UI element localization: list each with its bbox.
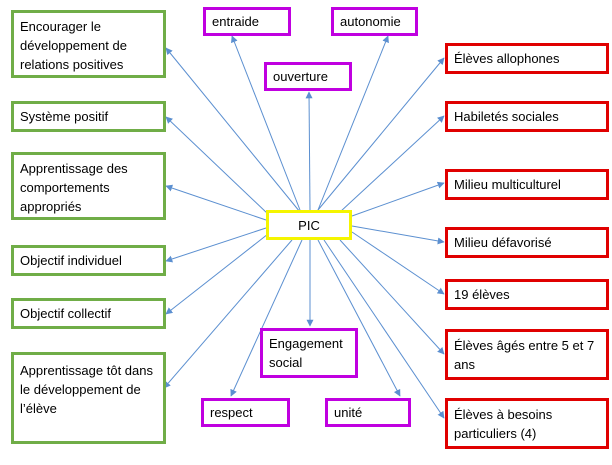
node-label: Élèves à besoins particuliers (4) — [454, 407, 553, 441]
node-besoins-particuliers: Élèves à besoins particuliers (4) — [445, 398, 609, 449]
node-label: Milieu multiculturel — [454, 177, 561, 192]
node-milieu-defavorise: Milieu défavorisé — [445, 227, 609, 258]
arrow-to-entraide — [231, 35, 301, 211]
arrow-to-autonomie — [317, 35, 389, 211]
node-label: Élèves allophones — [454, 51, 560, 66]
arrow-to-ages — [339, 239, 445, 355]
node-unite: unité — [325, 398, 411, 427]
node-label: ouverture — [273, 69, 328, 84]
node-objectif-collectif: Objectif collectif — [11, 298, 166, 329]
node-label: Habiletés sociales — [454, 109, 559, 124]
node-label: 19 élèves — [454, 287, 510, 302]
node-label: respect — [210, 405, 253, 420]
arrow-to-objectif-individuel — [165, 227, 267, 263]
node-apprentissage-tot: Apprentissage tôt dans le développement … — [11, 352, 166, 444]
node-autonomie: autonomie — [331, 7, 418, 36]
node-19-eleves: 19 élèves — [445, 279, 609, 310]
arrow-to-ouverture — [305, 91, 313, 211]
node-label: Objectif collectif — [20, 306, 112, 321]
node-respect: respect — [201, 398, 290, 427]
node-label: unité — [334, 405, 363, 420]
arrow-to-besoins — [323, 239, 445, 419]
node-systeme-positif: Système positif — [11, 101, 166, 132]
node-label: Encourager le développement de relations… — [20, 19, 127, 72]
node-habiletes-sociales: Habiletés sociales — [445, 101, 609, 132]
arrow-to-habiletes — [339, 115, 445, 213]
arrow-to-encourager — [165, 47, 301, 213]
node-label: PIC — [298, 217, 320, 233]
arrow-to-apprentissage-tot — [163, 239, 293, 389]
arrow-to-19-eleves — [351, 231, 445, 295]
node-encourager-relations: Encourager le développement de relations… — [11, 10, 166, 78]
node-label: Système positif — [20, 109, 109, 124]
arrow-to-respect — [230, 239, 303, 397]
node-label: Objectif individuel — [20, 253, 122, 268]
node-engagement-social: Engagement social — [260, 328, 358, 378]
node-entraide: entraide — [203, 7, 291, 36]
node-milieu-multiculturel: Milieu multiculturel — [445, 169, 609, 200]
arrow-to-objectif-collectif — [165, 233, 269, 315]
node-center-pic: PIC — [266, 210, 352, 240]
node-objectif-individuel: Objectif individuel — [11, 245, 166, 276]
node-label: Élèves âgés entre 5 et 7 ans — [454, 338, 595, 372]
node-label: autonomie — [340, 14, 401, 29]
node-eleves-allophones: Élèves allophones — [445, 43, 609, 74]
node-label: Milieu défavorisé — [454, 235, 552, 250]
node-eleves-ages: Élèves âgés entre 5 et 7 ans — [445, 329, 609, 380]
node-label: entraide — [212, 14, 259, 29]
arrow-to-multiculturel — [351, 181, 445, 217]
node-apprentissage-comportements: Apprentissage des comportements appropri… — [11, 152, 166, 220]
arrow-to-systeme-positif — [165, 116, 269, 215]
node-label: Apprentissage tôt dans le développement … — [20, 363, 153, 416]
arrow-to-apprentissage-comportements — [165, 184, 267, 221]
arrow-to-allophones — [317, 57, 445, 211]
node-ouverture: ouverture — [264, 62, 352, 91]
node-label: Engagement social — [269, 336, 343, 370]
arrow-to-unite — [317, 239, 401, 397]
arrow-to-defavorise — [351, 225, 445, 245]
node-label: Apprentissage des comportements appropri… — [20, 161, 128, 214]
